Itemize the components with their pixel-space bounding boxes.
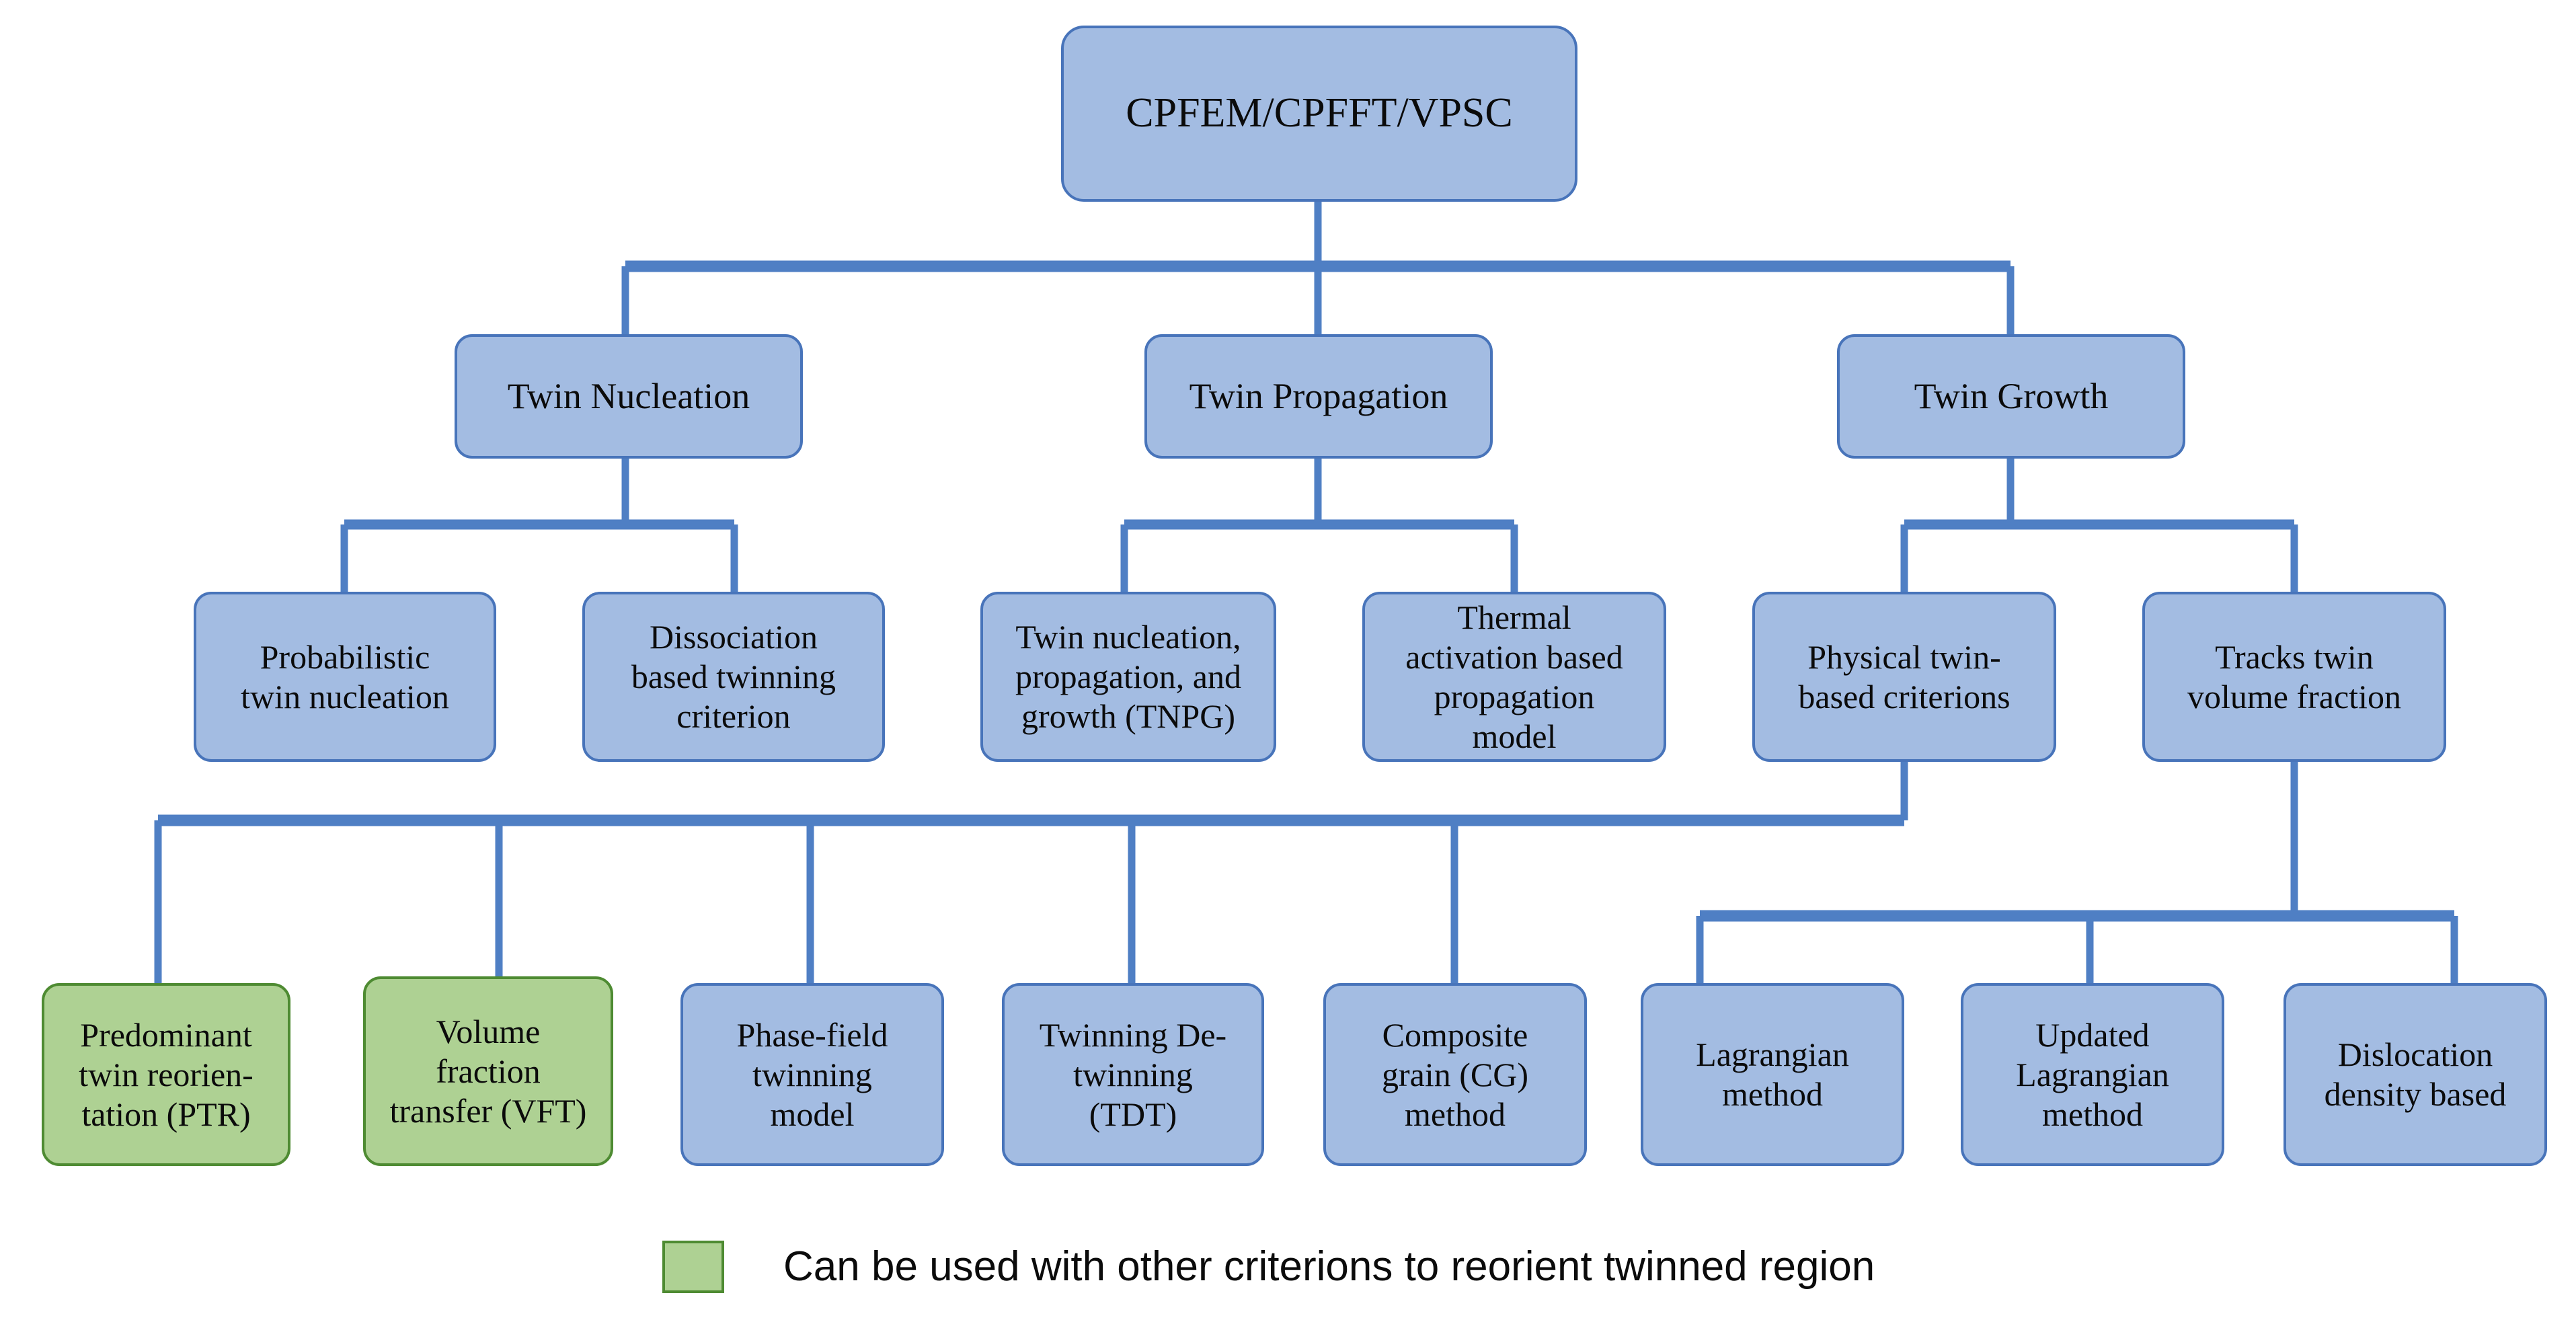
node-label: Twin nucleation, propagation, and growth… <box>1015 618 1241 735</box>
node-label: Physical twin- based criterions <box>1798 637 2011 715</box>
node-label: Predominant twin reorien- tation (PTR) <box>79 1015 253 1133</box>
node-label: Dislocation density based <box>2324 1036 2507 1113</box>
node-twin-propagation[interactable]: Twin Propagation <box>1144 334 1493 459</box>
node-composite-grain-cg-method[interactable]: Composite grain (CG) method <box>1323 983 1587 1166</box>
node-dislocation-density-based[interactable]: Dislocation density based <box>2284 983 2547 1166</box>
node-thermal-activation-based-propagation-model[interactable]: Thermal activation based propagation mod… <box>1362 592 1666 762</box>
node-label: Twin Nucleation <box>507 375 750 416</box>
node-twin-growth[interactable]: Twin Growth <box>1837 334 2185 459</box>
node-label: Twin Propagation <box>1189 375 1448 416</box>
node-label: Composite grain (CG) method <box>1382 1015 1528 1133</box>
node-predominant-twin-reorientation-ptr[interactable]: Predominant twin reorien- tation (PTR) <box>42 983 290 1166</box>
node-physical-twin-based-criterions[interactable]: Physical twin- based criterions <box>1752 592 2056 762</box>
node-label: Twin Growth <box>1914 375 2109 416</box>
node-phase-field-twinning-model[interactable]: Phase-field twinning model <box>680 983 944 1166</box>
node-twinning-detwinning-tdt[interactable]: Twinning De- twinning (TDT) <box>1002 983 1264 1166</box>
node-label: Phase-field twinning model <box>736 1015 888 1133</box>
node-lagrangian-method[interactable]: Lagrangian method <box>1641 983 1904 1166</box>
node-label: Dissociation based twinning criterion <box>631 618 836 735</box>
node-dissociation-based-twinning-criterion[interactable]: Dissociation based twinning criterion <box>582 592 885 762</box>
legend-color-swatch <box>662 1241 724 1293</box>
node-volume-fraction-transfer-vft[interactable]: Volume fraction transfer (VFT) <box>363 976 613 1166</box>
node-root[interactable]: CPFEM/CPFFT/VPSC <box>1061 26 1577 202</box>
node-label: Thermal activation based propagation mod… <box>1405 598 1623 755</box>
node-label: Tracks twin volume fraction <box>2187 637 2401 715</box>
node-label: Twinning De- twinning (TDT) <box>1039 1015 1227 1133</box>
node-label: Probabilistic twin nucleation <box>241 637 449 715</box>
node-label: CPFEM/CPFFT/VPSC <box>1126 90 1513 137</box>
node-twin-nucleation[interactable]: Twin Nucleation <box>455 334 803 459</box>
node-twin-nucleation-propagation-growth[interactable]: Twin nucleation, propagation, and growth… <box>980 592 1276 762</box>
node-label: Updated Lagrangian method <box>2016 1015 2169 1133</box>
node-label: Volume fraction transfer (VFT) <box>389 1012 587 1130</box>
legend-label: Can be used with other criterions to reo… <box>783 1243 1875 1290</box>
node-updated-lagrangian-method[interactable]: Updated Lagrangian method <box>1961 983 2224 1166</box>
node-label: Lagrangian method <box>1696 1036 1849 1113</box>
node-tracks-twin-volume-fraction[interactable]: Tracks twin volume fraction <box>2142 592 2446 762</box>
node-probabilistic-twin-nucleation[interactable]: Probabilistic twin nucleation <box>194 592 496 762</box>
